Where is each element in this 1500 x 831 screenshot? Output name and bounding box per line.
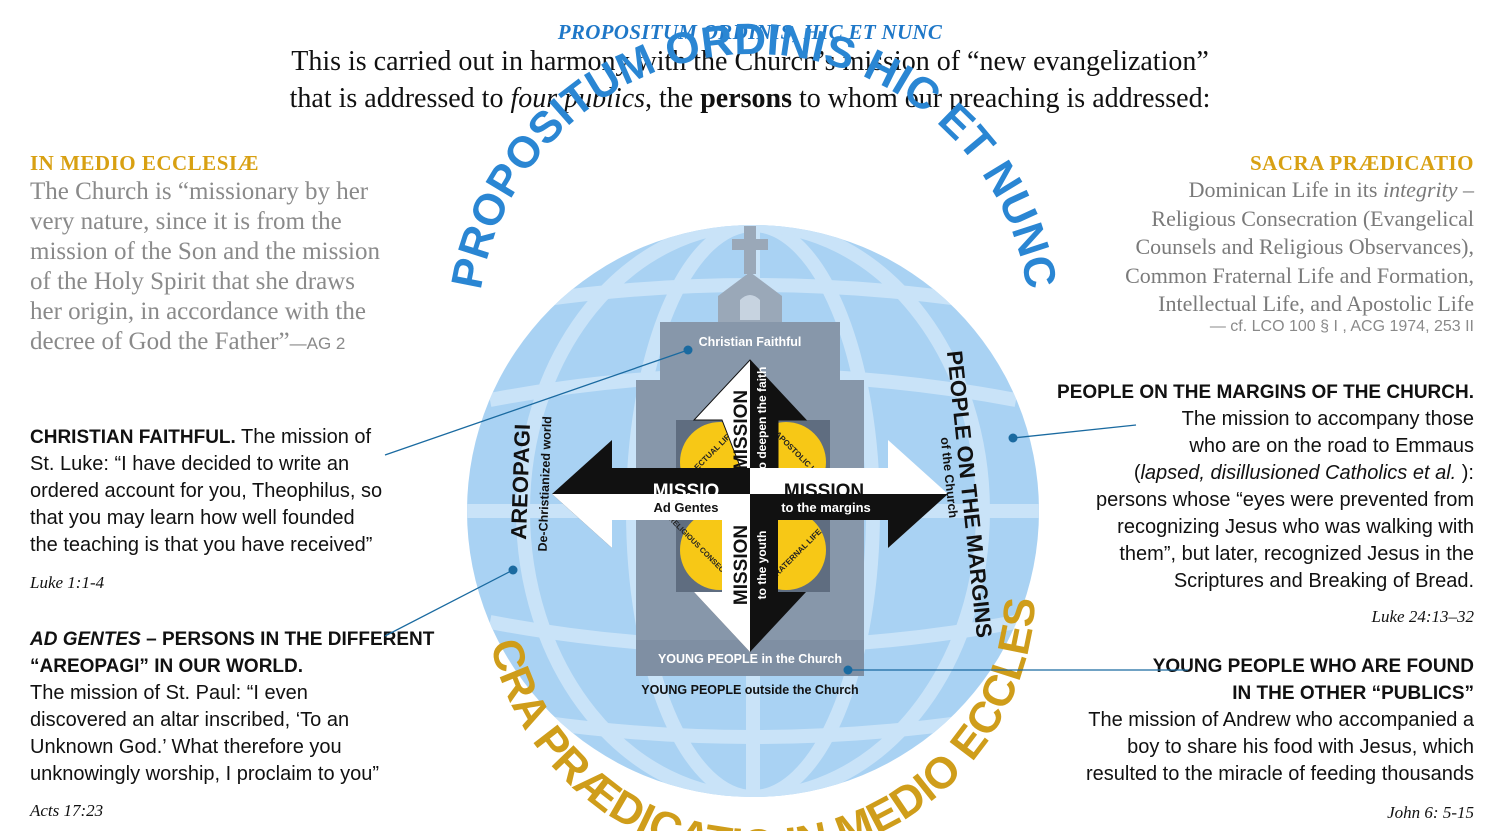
margins-line: recognizing Jesus who was walking with [1117,516,1474,538]
ad-gentes-heading-a: AD GENTES [30,629,141,650]
church-label-christian-faithful: Christian Faithful [699,335,802,349]
young-line: The mission of Andrew who accompanied a [1088,709,1474,731]
christian-faithful-line: that you may learn how well founded [30,507,355,529]
sacra-line: Religious Consecration (Evangelical [1151,205,1474,231]
christian-faithful-first: The mission of [235,426,372,448]
header-line-2-c: , the [645,83,701,114]
christian-faithful-line-1: CHRISTIAN FAITHFUL. The mission of [30,424,430,451]
church-label-young-out: YOUNG PEOPLE outside the Church [641,683,858,697]
ad-gentes-line: Unknown God.’ What therefore you [30,736,342,758]
young-heading-2: IN THE OTHER “PUBLICS” [1232,683,1474,704]
margins-cite: Luke 24:13–32 [1371,607,1474,626]
in-medio-ref: —AG 2 [289,334,346,353]
margins-line-3-c: ): [1456,462,1474,484]
margins-text: The mission to accompany those who are o… [1034,406,1474,595]
header-line-1: This is carried out in harmony with the … [291,46,1209,77]
connector-dot [508,565,518,575]
connector-dot [1008,433,1018,443]
ad-gentes-heading: AD GENTES – PERSONS IN THE DIFFERENT “AR… [30,626,434,680]
margins-line: persons whose “eyes were prevented from [1096,489,1474,511]
sacra-text: Dominican Life in its integrity – Religi… [1014,176,1474,319]
margins-line-2: who are on the road to Emmaus [1189,435,1474,457]
margins-heading: PEOPLE ON THE MARGINS OF THE CHURCH. [1057,382,1474,403]
dechristianized-label: De-Christianized world [536,416,555,552]
margins-line-1: The mission to accompany those [1181,408,1474,430]
ad-gentes-line: discovered an altar inscribed, ‘To an [30,709,350,731]
missio-left-1: MISSIO [653,481,720,502]
ad-gentes-heading-2: “AREOPAGI” IN OUR WORLD. [30,656,304,677]
in-medio-line-6: decree of God the Father” [30,328,290,355]
mission-right-1: MISSION [784,481,864,502]
young-cite: John 6: 5-15 [1387,803,1474,822]
in-medio-line: decree of God the Father”—AG 2 [30,327,450,359]
christian-faithful-heading: CHRISTIAN FAITHFUL. [30,427,236,448]
sacra-line-1-a: Dominican Life in its [1188,177,1383,202]
ad-gentes-heading-1: AD GENTES – PERSONS IN THE DIFFERENT [30,626,434,653]
ad-gentes-heading-b: – PERSONS IN THE DIFFERENT [140,629,435,650]
mission-up-2: to deepen the faith [755,367,769,474]
sacra-line: Counsels and Religious Observances), [1135,234,1475,259]
sacra-line-1: Dominican Life in its integrity – [1014,176,1474,205]
arrow-down-light [694,516,750,652]
young-line: resulted to the miracle of feeding thous… [1085,763,1474,785]
header-line-2-a: that is addressed to [289,83,511,114]
young-heading-1: YOUNG PEOPLE WHO ARE FOUND [1152,656,1474,677]
young-text: The mission of Andrew who accompanied a … [1014,707,1474,788]
sacra-heading: SACRA PRÆDICATIO [1249,151,1474,175]
mission-down-1: MISSION [731,525,752,605]
in-medio-line: of the Holy Spirit that she draws [30,268,355,295]
sacra-line-1-b: integrity [1382,177,1458,202]
mission-down-2: to the youth [755,531,769,600]
christian-faithful-line: St. Luke: “I have decided to write an [30,453,350,475]
in-medio-line: very nature, since it is from the [30,208,342,235]
young-line: boy to share his food with Jesus, which [1127,736,1474,758]
christian-faithful-cite: Luke 1:1-4 [30,573,105,592]
young-heading: YOUNG PEOPLE WHO ARE FOUND IN THE OTHER … [1153,653,1474,707]
in-medio-line: mission of the Son and the mission [30,238,380,265]
arrow-right-dark [750,494,948,548]
in-medio-line: her origin, in accordance with the [30,298,366,325]
sacra-line: Intellectual Life, and Apostolic Life [1158,291,1474,316]
header-line-2: that is addressed to four publics, the p… [0,83,1500,115]
christian-faithful-line: ordered account for you, Theophilus, so [30,480,383,502]
margins-line: them”, but later, recognized Jesus in th… [1119,543,1474,565]
in-medio-line: The Church is “missionary by her [30,178,369,205]
margins-line: Scriptures and Breaking of Bread. [1173,570,1474,592]
areopagi-label: AREOPAGI [506,423,535,540]
header-kicker: PROPOSITUM ORDINIS, HIC ET NUNC [557,20,943,44]
missio-left-2: Ad Gentes [653,500,718,515]
ad-gentes-line: unknowingly worship, I proclaim to you” [30,763,380,785]
connector-dot [843,665,853,675]
in-medio-text: The Church is “missionary by her very na… [30,177,450,359]
connectors [384,349,1188,671]
connector-dot [683,345,693,355]
arrow-left-light [552,494,750,548]
sacra-ref: — cf. LCO 100 § I , ACG 1974, 253 II [1209,318,1474,335]
sacra-line: Common Fraternal Life and Formation, [1125,262,1474,288]
mission-right-2: to the margins [781,500,871,515]
margins-line-3-b: lapsed, disillusioned Catholics et al. [1140,462,1457,484]
in-medio-heading: IN MEDIO ECCLESIÆ [30,151,260,175]
sacra-line-1-c: – [1457,177,1474,202]
church-label-young-in: YOUNG PEOPLE in the Church [658,652,842,666]
header-line-2-b: four publics [510,83,646,114]
mission-up-1: MISSION [731,390,752,470]
christian-faithful-block: CHRISTIAN FAITHFUL. The mission of St. L… [30,424,430,559]
christian-faithful-line: the teaching is that you have received” [30,534,373,556]
margins-line-3: (lapsed, disillusioned Catholics et al. … [1034,460,1474,487]
margins-line-3-a: ( [1133,462,1141,484]
ad-gentes-text: The mission of St. Paul: “I even discove… [30,680,450,788]
header-line-2-e: to whom our preaching is addressed: [792,83,1211,114]
header-line-2-d: persons [700,83,793,114]
arrow-up-shade [750,360,806,492]
ad-gentes-cite: Acts 17:23 [30,801,104,820]
ad-gentes-line: The mission of St. Paul: “I even [30,682,308,704]
